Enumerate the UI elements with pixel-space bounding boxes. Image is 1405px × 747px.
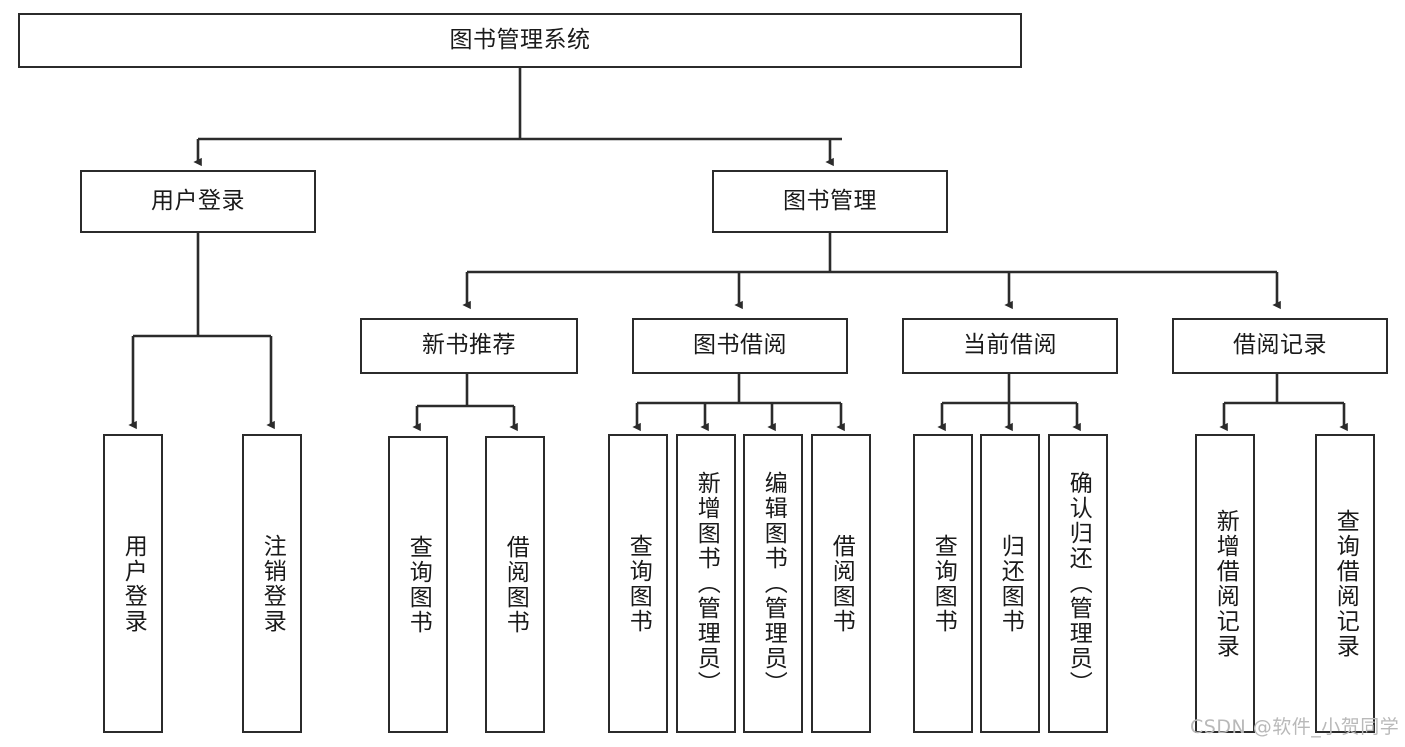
leaf-query-book-borrow[interactable]: 查询图书 xyxy=(608,434,668,733)
node-label: 查询图书 xyxy=(930,533,957,634)
leaf-confirm-return-admin[interactable]: 确认归还（管理员） xyxy=(1048,434,1108,733)
node-current-borrow[interactable]: 当前借阅 xyxy=(902,318,1118,374)
node-label: 借阅图书 xyxy=(828,533,855,634)
leaf-logout-login[interactable]: 注销登录 xyxy=(242,434,302,733)
csdn-watermark: CSDN @软件_小贺同学 xyxy=(1190,716,1400,738)
node-label: 图书管理系统 xyxy=(449,26,591,53)
node-label: 借阅图书 xyxy=(502,534,529,635)
node-label: 注销登录 xyxy=(259,533,286,634)
node-label: 查询图书 xyxy=(625,533,652,634)
node-label: 当前借阅 xyxy=(963,332,1057,359)
node-borrow-record[interactable]: 借阅记录 xyxy=(1172,318,1388,374)
node-user-login[interactable]: 用户登录 xyxy=(80,170,316,233)
node-new-book-recommend[interactable]: 新书推荐 xyxy=(360,318,578,374)
node-book-management[interactable]: 图书管理 xyxy=(712,170,948,233)
node-label: 新增借阅记录 xyxy=(1212,508,1239,659)
node-label: 归还图书 xyxy=(997,533,1024,634)
leaf-query-book-current[interactable]: 查询图书 xyxy=(913,434,973,733)
node-label: 用户登录 xyxy=(151,187,245,214)
leaf-borrow-book-recommend[interactable]: 借阅图书 xyxy=(485,436,545,733)
node-book-borrow[interactable]: 图书借阅 xyxy=(632,318,848,374)
leaf-edit-book-admin[interactable]: 编辑图书（管理员） xyxy=(743,434,803,733)
node-label: 用户登录 xyxy=(120,533,147,634)
leaf-user-login[interactable]: 用户登录 xyxy=(103,434,163,733)
node-label: 新增图书（管理员） xyxy=(693,471,720,696)
node-label: 编辑图书（管理员） xyxy=(760,471,787,696)
node-label: 查询借阅记录 xyxy=(1332,508,1359,659)
node-label: 新书推荐 xyxy=(422,332,516,359)
leaf-query-book-recommend[interactable]: 查询图书 xyxy=(388,436,448,733)
node-label: 图书借阅 xyxy=(693,332,787,359)
node-label: 确认归还（管理员） xyxy=(1065,471,1092,696)
leaf-add-borrow-record[interactable]: 新增借阅记录 xyxy=(1195,434,1255,733)
leaf-return-book[interactable]: 归还图书 xyxy=(980,434,1040,733)
leaf-borrow-book[interactable]: 借阅图书 xyxy=(811,434,871,733)
leaf-add-book-admin[interactable]: 新增图书（管理员） xyxy=(676,434,736,733)
node-root-book-management-system[interactable]: 图书管理系统 xyxy=(18,13,1022,68)
node-label: 借阅记录 xyxy=(1233,332,1327,359)
node-label: 查询图书 xyxy=(405,534,432,635)
node-label: 图书管理 xyxy=(783,187,877,214)
leaf-query-borrow-record[interactable]: 查询借阅记录 xyxy=(1315,434,1375,733)
